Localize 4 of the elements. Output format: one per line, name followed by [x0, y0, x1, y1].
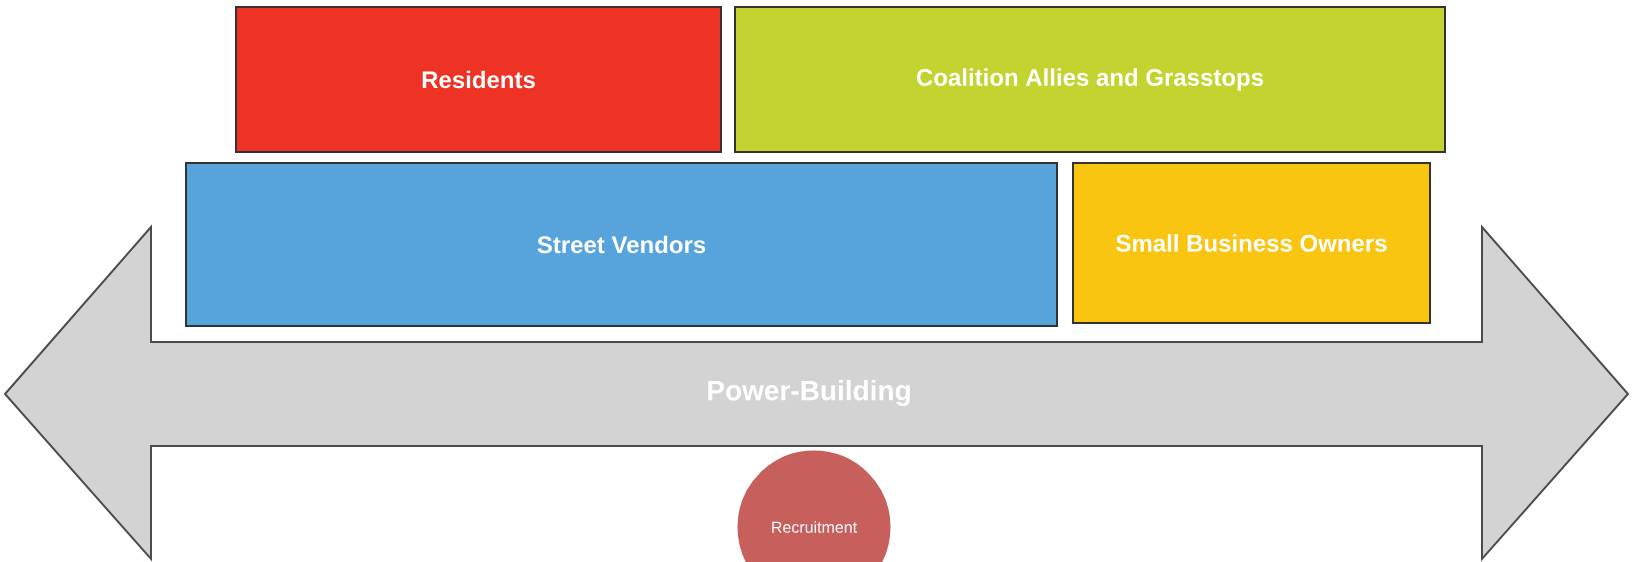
label-box: Coalition Allies and Grasstops — [734, 6, 1446, 153]
label-box: Small Business Owners — [1072, 162, 1431, 324]
label-box: Residents — [235, 6, 722, 153]
label-box: Street Vendors — [185, 162, 1058, 327]
